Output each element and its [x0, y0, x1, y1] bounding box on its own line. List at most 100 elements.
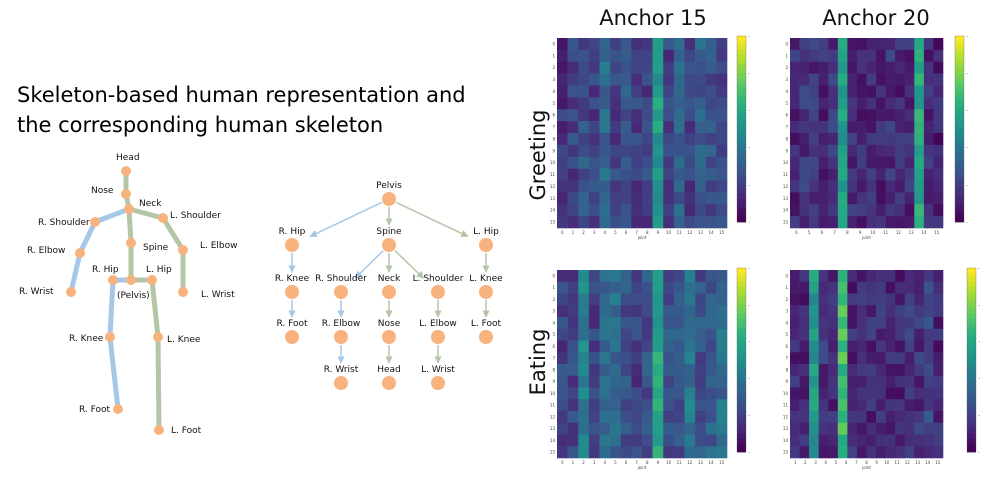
heatmap-cell — [578, 192, 590, 205]
heatmap-cell — [578, 270, 590, 283]
heatmap-cell — [673, 281, 685, 294]
heatmap-cell — [856, 216, 867, 229]
heatmap-cell — [818, 340, 829, 353]
heatmap-cell — [599, 340, 611, 353]
heatmap-cell — [790, 281, 800, 294]
colorbar-segment — [955, 208, 964, 214]
joint-neck — [124, 204, 134, 214]
heatmap-cell — [673, 61, 685, 74]
heatmap-cell — [809, 387, 819, 400]
heatmap-cell — [790, 375, 800, 388]
heatmap-cell — [818, 270, 829, 283]
colorbar-segment — [737, 281, 746, 287]
colorbar — [954, 35, 965, 223]
heatmap-cell — [790, 434, 800, 447]
heatmap-cell — [933, 364, 944, 377]
heatmap-cell — [914, 364, 925, 377]
heatmap-cell — [663, 133, 675, 146]
heatmap-cell — [885, 399, 896, 412]
heatmap-cell — [885, 434, 896, 447]
heatmap-cell — [567, 168, 579, 181]
heatmap-cell — [705, 85, 717, 98]
heatmap-cell — [567, 317, 579, 330]
heatmap-cell — [578, 121, 590, 134]
joint-l-elbow — [178, 245, 188, 255]
colorbar-tick: – — [978, 266, 980, 271]
heatmap-cell — [866, 305, 877, 318]
heatmap-cell — [578, 97, 590, 110]
colorbar-segment — [737, 166, 746, 172]
heatmap-cell — [895, 422, 906, 435]
heatmap-cell — [904, 192, 915, 205]
heatmap-cell — [578, 133, 590, 146]
row-title-greeting: Greeting — [526, 110, 550, 201]
heatmap-cell — [695, 375, 707, 388]
heatmap-cell — [895, 352, 906, 365]
heatmap-cell — [847, 121, 858, 134]
heatmap-cell — [695, 156, 707, 169]
heatmap-cell — [876, 180, 886, 193]
heatmap-cell — [885, 281, 896, 294]
heatmap-cell — [895, 293, 906, 306]
tree-node-r-elbow — [334, 330, 348, 344]
heatmap-cell — [914, 109, 925, 122]
heatmap-cell — [642, 364, 653, 377]
x-tick-label: 2 — [582, 230, 585, 235]
colorbar-segment — [737, 433, 746, 439]
colorbar-segment — [955, 198, 964, 204]
colorbar-segment — [967, 378, 976, 384]
heatmap-cell — [790, 192, 800, 205]
y-tick-label: 1 — [552, 53, 555, 58]
heatmap-cell — [620, 434, 632, 447]
heatmap-cell — [837, 97, 848, 110]
heatmap-cell — [620, 168, 632, 181]
heatmap-cell — [716, 133, 728, 146]
heatmap-cell — [567, 305, 579, 318]
heatmap-cell — [557, 156, 568, 169]
heatmap-cell — [847, 144, 858, 158]
heatmap-cell — [663, 180, 675, 193]
heatmap-cell — [588, 387, 600, 400]
heatmap-cell — [684, 156, 696, 169]
colorbar-segment — [967, 387, 976, 393]
y-tick-label: 14 — [550, 438, 556, 443]
heatmap-cell — [716, 97, 728, 110]
heatmap-cell — [716, 340, 728, 353]
heatmap-cell — [809, 73, 819, 86]
heatmap-cell — [705, 399, 717, 412]
colorbar-segment — [737, 138, 746, 144]
heatmap-cell — [620, 411, 632, 424]
heatmap-cell — [837, 270, 848, 283]
y-tick-label: 3 — [552, 77, 555, 82]
heatmap-cell — [895, 133, 906, 146]
colorbar-segment — [737, 429, 746, 434]
heatmap-cell — [620, 281, 632, 294]
heatmap-cell — [923, 317, 934, 330]
heatmap-cell — [933, 281, 944, 294]
heatmap-cell — [933, 411, 944, 424]
heatmap-cell — [790, 144, 800, 158]
tree-node-label-l-hip: L. Hip — [473, 227, 499, 237]
heatmap-cell — [652, 281, 664, 294]
heatmap-cell — [652, 85, 664, 98]
heatmap-cell — [885, 49, 896, 63]
x-tick-label: 10 — [870, 230, 876, 235]
heatmap-cell — [866, 144, 877, 158]
colorbar-segment — [967, 360, 976, 365]
heatmap-cell — [828, 270, 839, 283]
heatmap-cell — [856, 317, 867, 330]
heatmap-cell — [818, 352, 829, 365]
heatmap-cell — [663, 364, 675, 377]
y-tick-label: 11 — [783, 403, 789, 408]
heatmap-cell — [642, 352, 653, 365]
heatmap-cell — [866, 352, 877, 365]
heatmap-cell — [652, 340, 664, 353]
x-tick-label: 11 — [677, 460, 683, 465]
heatmap-cell — [856, 168, 867, 181]
heatmap-cell — [652, 399, 664, 412]
colorbar-tick: – — [748, 108, 750, 113]
heatmap-cell — [837, 293, 848, 306]
heatmap-cell — [716, 446, 728, 459]
heatmap-cell — [673, 192, 685, 205]
